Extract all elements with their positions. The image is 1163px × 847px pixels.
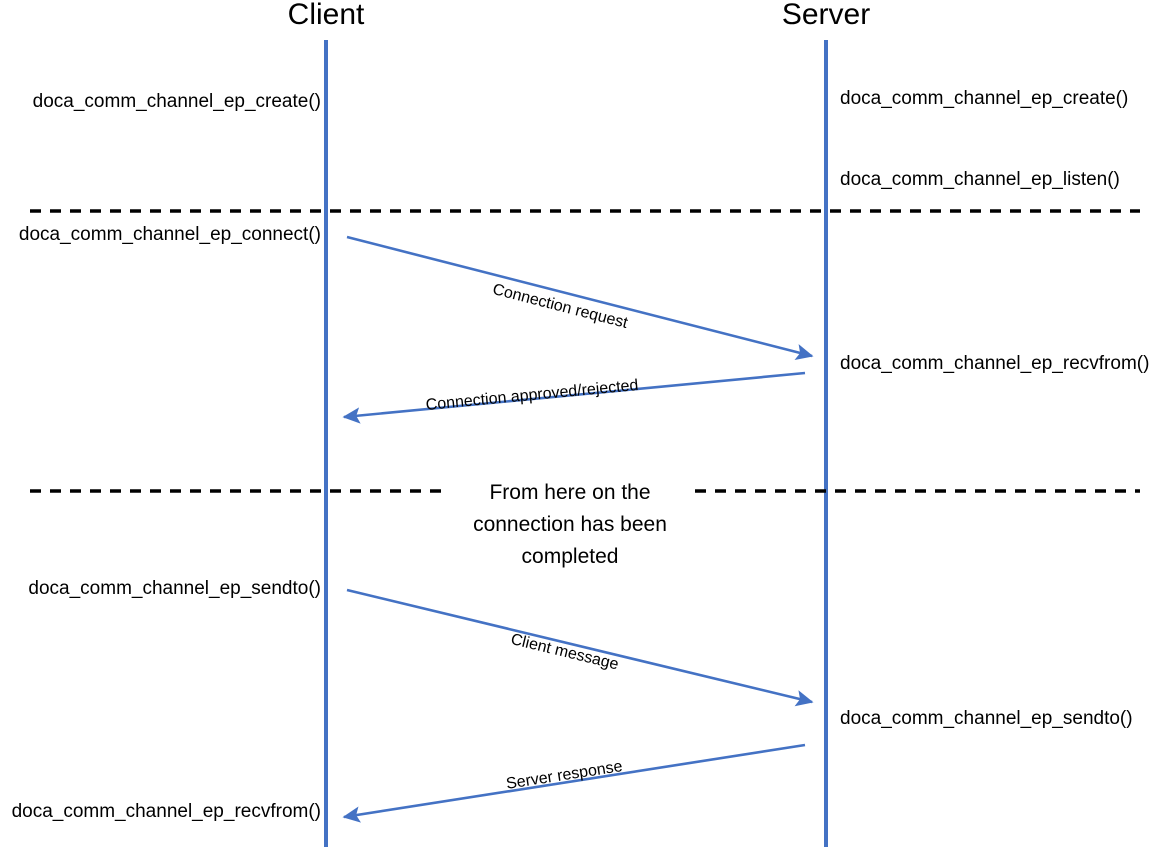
call-label-server-listen: doca_comm_channel_ep_listen() <box>840 169 1120 190</box>
note-line-1: From here on the <box>489 481 651 504</box>
call-label-server-sendto: doca_comm_channel_ep_sendto() <box>840 708 1133 729</box>
arrow-connection-approved-rejected <box>342 371 806 424</box>
call-label-client-connect: doca_comm_channel_ep_connect() <box>18 224 321 245</box>
arrow-server-response <box>342 743 806 823</box>
arrow-client-message <box>346 588 814 707</box>
lane-title-client: Client <box>287 0 365 31</box>
arrow-connection-request <box>346 235 814 360</box>
note-connection-completed: From here on the connection has been com… <box>445 477 695 573</box>
call-label-server-recvfrom: doca_comm_channel_ep_recvfrom() <box>840 353 1150 374</box>
call-label-client-recvfrom: doca_comm_channel_ep_recvfrom() <box>11 801 321 822</box>
call-label-client-create: doca_comm_channel_ep_create() <box>32 91 321 112</box>
call-label-server-create: doca_comm_channel_ep_create() <box>840 88 1129 109</box>
call-label-client-sendto: doca_comm_channel_ep_sendto() <box>28 578 321 599</box>
lane-title-server: Server <box>781 0 871 31</box>
note-line-2: connection has been <box>473 513 667 536</box>
note-line-3: completed <box>521 545 619 568</box>
